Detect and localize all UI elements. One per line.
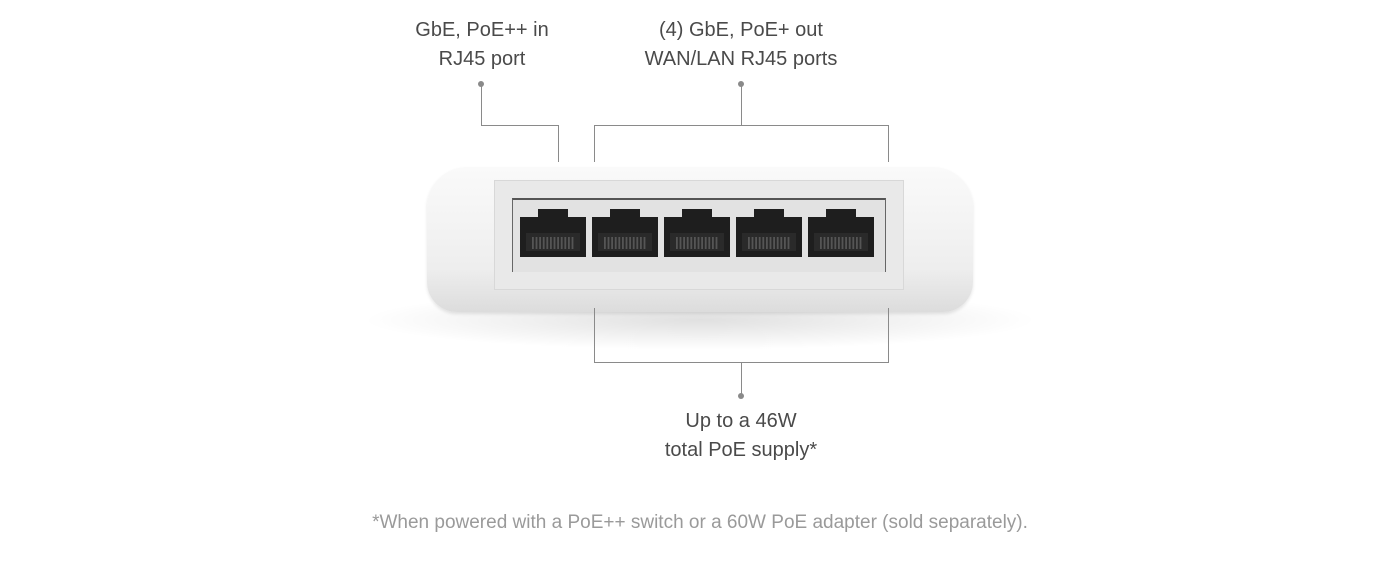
rj45-port-3: [664, 207, 730, 257]
leader-line: [481, 125, 559, 126]
leader-line: [741, 362, 742, 396]
leader-dot: [738, 393, 744, 399]
label-line: GbE, PoE++ in: [415, 19, 549, 41]
rj45-port-4: [736, 207, 802, 257]
rj45-port-5: [808, 207, 874, 257]
label-line: Up to a 46W: [685, 410, 797, 432]
poe-supply-label: Up to a 46W total PoE supply*: [665, 407, 817, 465]
footnote: *When powered with a PoE++ switch or a 6…: [372, 512, 1028, 533]
label-line: (4) GbE, PoE+ out: [659, 19, 823, 41]
input-port-label: GbE, PoE++ in RJ45 port: [415, 16, 548, 74]
leader-line: [594, 125, 595, 162]
leader-line: [594, 308, 595, 362]
label-line: WAN/LAN RJ45 ports: [644, 48, 838, 70]
leader-line: [741, 84, 742, 126]
leader-line: [888, 125, 889, 162]
leader-line: [481, 84, 482, 126]
leader-line: [558, 125, 559, 162]
output-ports-label: (4) GbE, PoE+ out WAN/LAN RJ45 ports: [645, 16, 838, 74]
label-line: RJ45 port: [438, 48, 526, 70]
rj45-port-2: [592, 207, 658, 257]
leader-line: [888, 308, 889, 362]
leader-line: [594, 125, 889, 126]
rj45-port-1: [520, 207, 586, 257]
label-line: total PoE supply*: [664, 439, 818, 461]
